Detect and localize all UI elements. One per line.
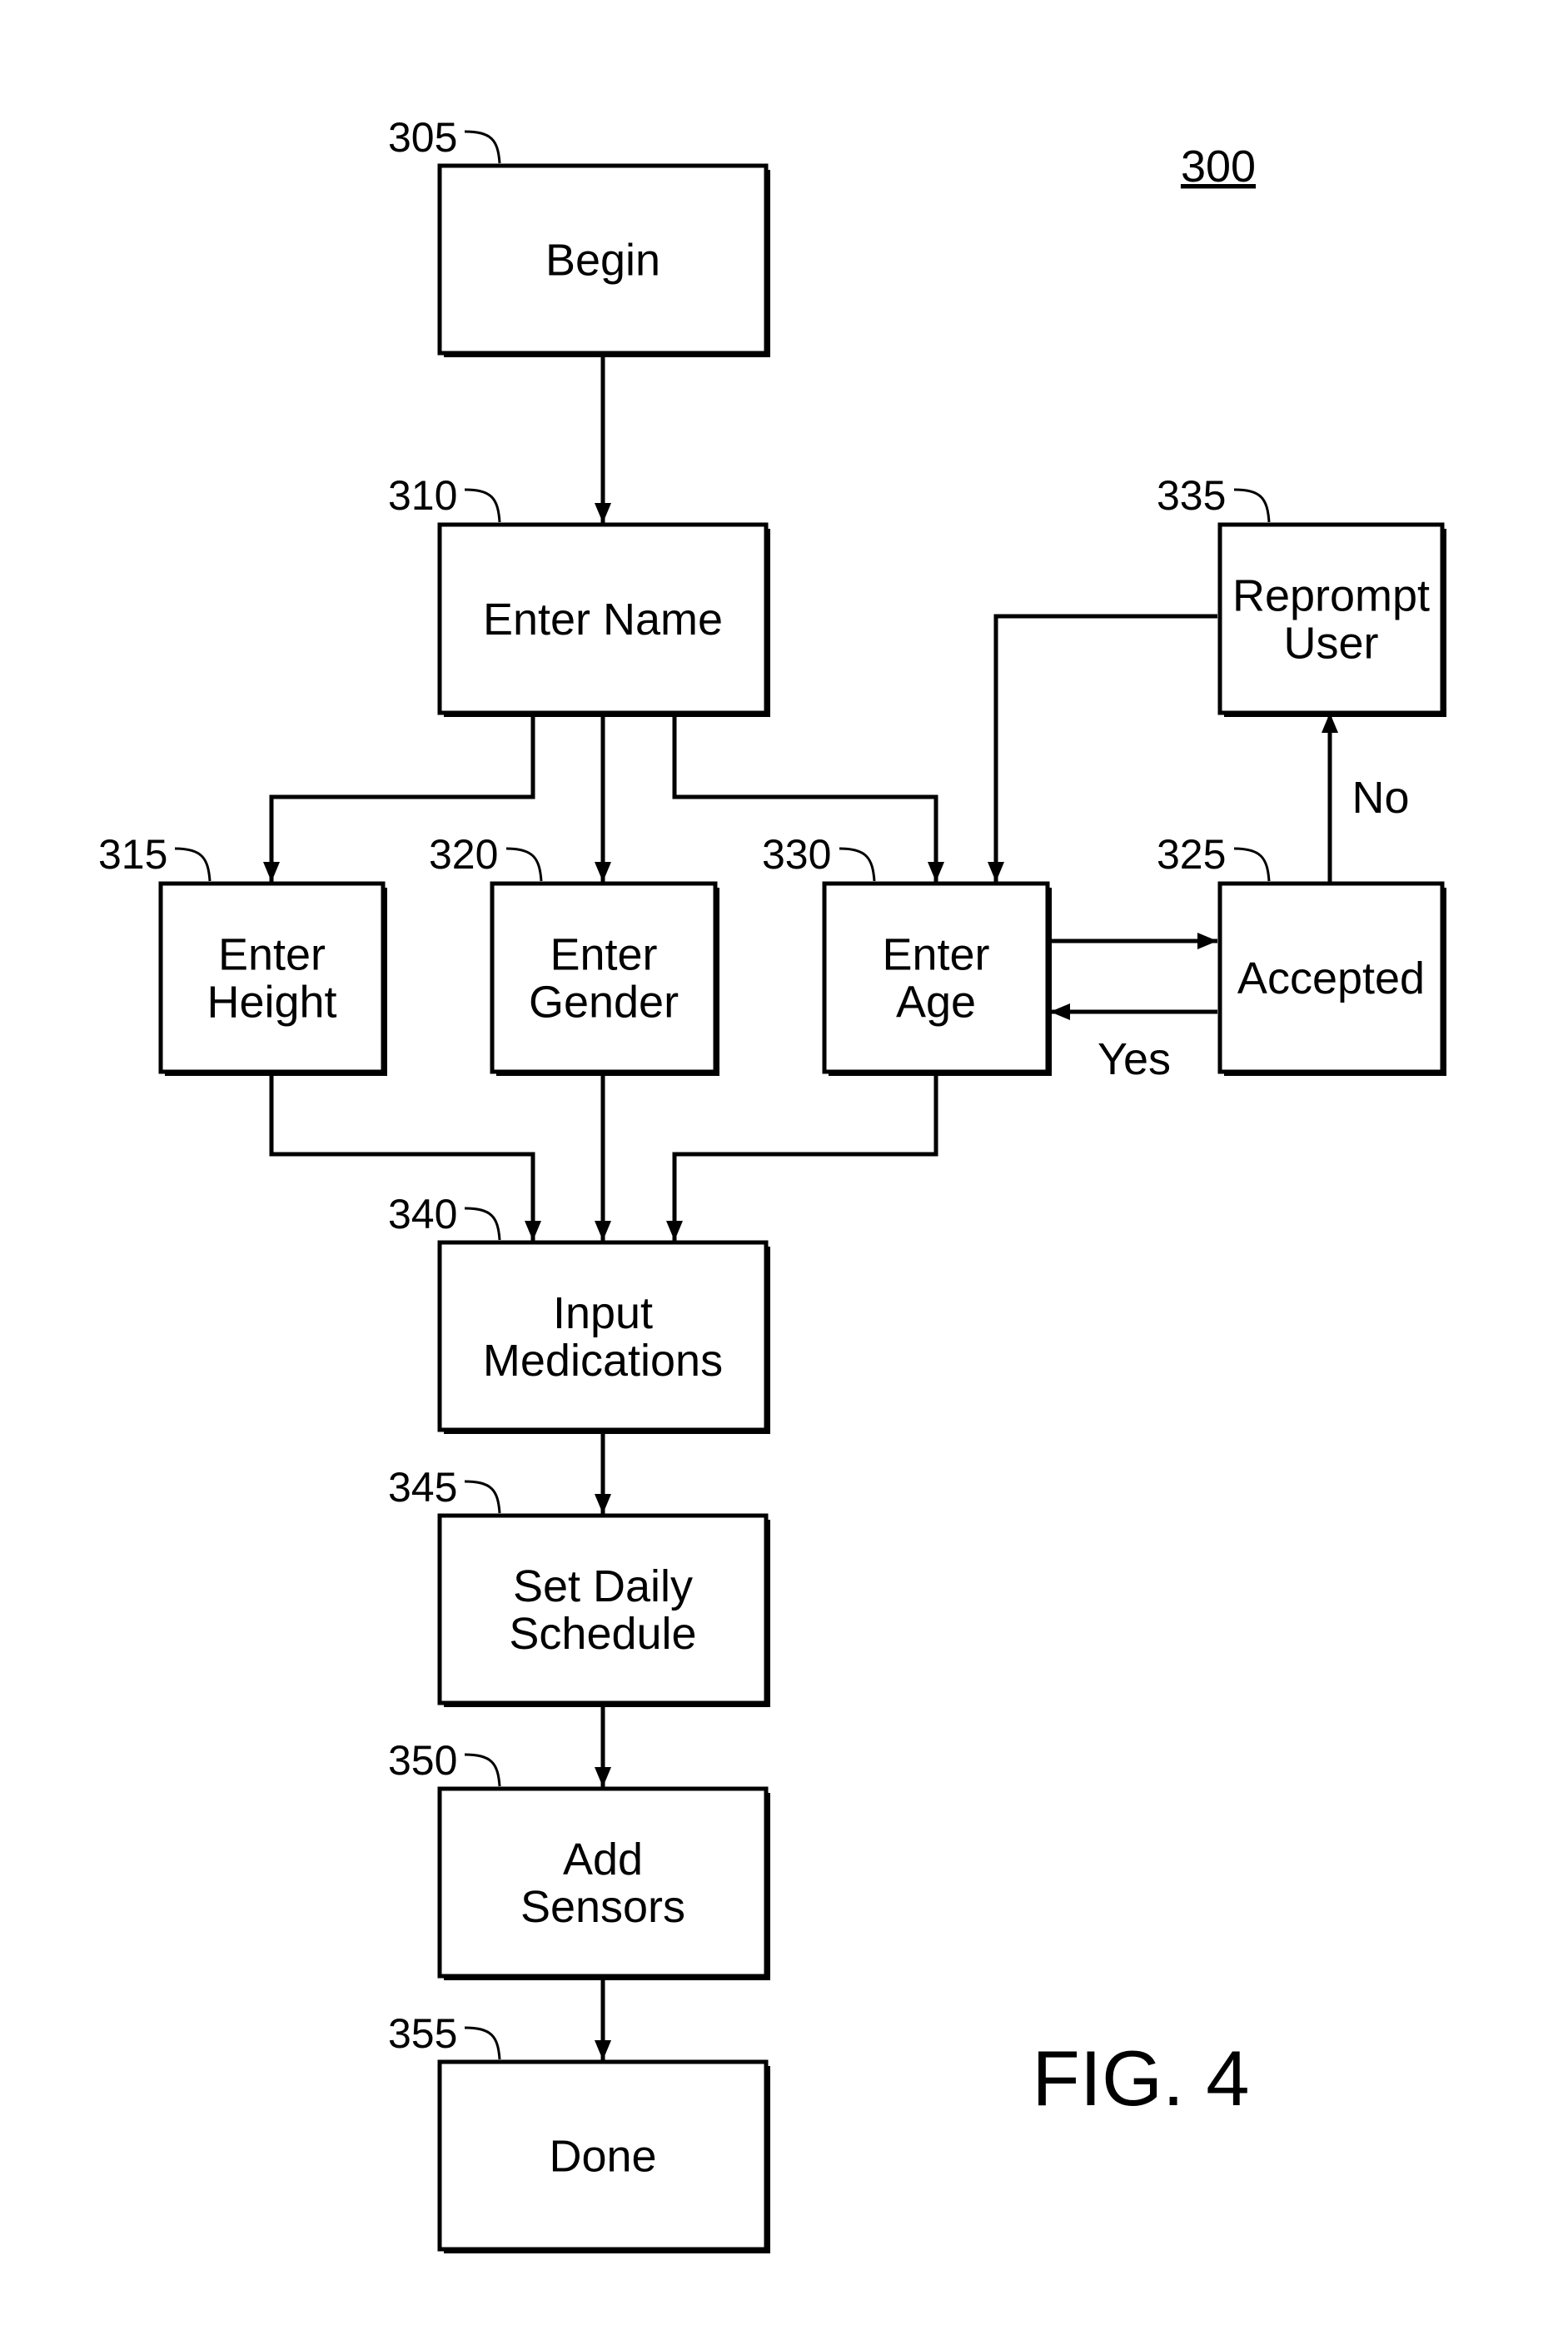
edge-label-yes: Yes bbox=[1098, 1034, 1171, 1084]
node-reference-numeral: 355 bbox=[388, 2010, 457, 2057]
node-reference-numeral: 335 bbox=[1157, 472, 1226, 519]
node-label-line: Enter bbox=[550, 930, 657, 980]
reference-leader-line bbox=[1234, 490, 1269, 522]
reference-leader-line bbox=[465, 1481, 500, 1513]
reference-leader-line bbox=[839, 849, 874, 881]
figure-label: FIG. 4 bbox=[1032, 2034, 1249, 2122]
reference-leader-line bbox=[465, 132, 500, 163]
node-reference-numeral: 310 bbox=[388, 472, 457, 519]
node-enter-name: Enter Name 310 bbox=[388, 472, 770, 717]
reference-leader-line bbox=[465, 2028, 500, 2059]
node-label-line: Begin bbox=[545, 236, 660, 286]
reference-leader-line bbox=[506, 849, 541, 881]
node-label-line: Reprompt bbox=[1232, 571, 1430, 621]
reference-leader-line bbox=[1234, 849, 1269, 881]
node-label-line: Gender bbox=[529, 978, 679, 1028]
node-add-sensors: AddSensors 350 bbox=[388, 1737, 770, 1980]
reference-leader-line bbox=[465, 490, 500, 522]
node-label-line: Done bbox=[549, 2132, 656, 2182]
node-reference-numeral: 330 bbox=[762, 831, 831, 878]
node-label-line: Enter bbox=[882, 930, 989, 980]
node-begin: Begin 305 bbox=[388, 114, 770, 357]
node-label-line: Set Daily bbox=[513, 1561, 693, 1611]
node-daily-sched: Set DailySchedule 345 bbox=[388, 1464, 770, 1707]
node-label-line: Accepted bbox=[1237, 953, 1425, 1003]
node-reference-numeral: 315 bbox=[98, 831, 167, 878]
node-enter-height: EnterHeight 315 bbox=[98, 831, 387, 1076]
node-reprompt: RepromptUser 335 bbox=[1157, 472, 1446, 717]
node-accepted: Accepted 325 bbox=[1157, 831, 1446, 1076]
node-label-line: User bbox=[1283, 619, 1378, 669]
reference-leader-line bbox=[175, 849, 210, 881]
node-label-line: Height bbox=[207, 978, 336, 1028]
node-reference-numeral: 350 bbox=[388, 1737, 457, 1784]
node-input-meds: InputMedications 340 bbox=[388, 1191, 770, 1434]
node-reference-numeral: 325 bbox=[1157, 831, 1226, 878]
node-reference-numeral: 340 bbox=[388, 1191, 457, 1237]
diagram-number: 300 bbox=[1181, 142, 1256, 192]
node-label-line: Sensors bbox=[520, 1882, 685, 1932]
node-label-line: Enter Name bbox=[483, 595, 723, 645]
node-label-line: Age bbox=[896, 978, 976, 1028]
reference-leader-line bbox=[465, 1208, 500, 1240]
nodes: Begin305Enter Name310EnterHeight315Enter… bbox=[98, 114, 1446, 2253]
node-reference-numeral: 345 bbox=[388, 1464, 457, 1511]
node-reference-numeral: 320 bbox=[429, 831, 498, 878]
node-enter-age: EnterAge 330 bbox=[762, 831, 1052, 1076]
edge-enter-age-to-input-meds bbox=[674, 1072, 936, 1241]
node-label-line: Medications bbox=[483, 1336, 723, 1386]
node-label-line: Schedule bbox=[509, 1609, 696, 1659]
node-done: Done 355 bbox=[388, 2010, 770, 2253]
node-label-line: Add bbox=[563, 1835, 643, 1884]
reference-leader-line bbox=[465, 1755, 500, 1786]
node-label-line: Enter bbox=[218, 930, 326, 980]
edge-label-no: No bbox=[1351, 773, 1409, 823]
node-reference-numeral: 305 bbox=[388, 114, 457, 161]
node-label-line: Input bbox=[553, 1288, 653, 1338]
node-enter-gender: EnterGender 320 bbox=[429, 831, 719, 1076]
